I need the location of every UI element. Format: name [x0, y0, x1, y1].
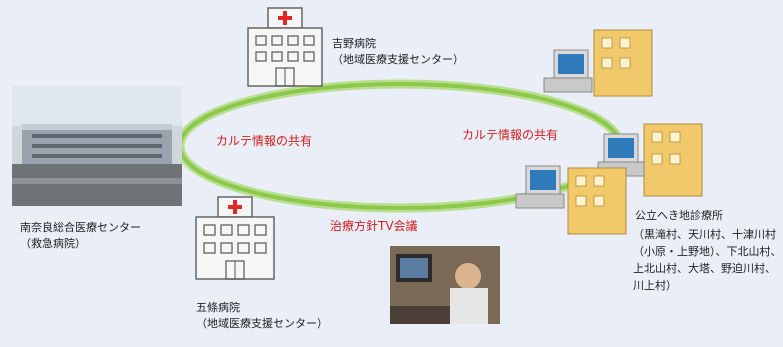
center-hospital-name: 南奈良総合医療センター — [20, 221, 141, 234]
ring-label-right: カルテ情報の共有 — [462, 128, 559, 142]
clinics-line-1: （黒滝村、天川村、十津川村 — [633, 228, 776, 241]
tv-conference-photo — [390, 246, 500, 324]
gojo-hospital-name: 五條病院 — [196, 301, 240, 314]
clinics-line-2: （小原・上野地）、下北山村、 — [633, 245, 782, 258]
gojo-hospital-icon — [192, 195, 278, 281]
ring-label-bottom: 治療方針TV会議 — [330, 219, 418, 233]
center-hospital-sub: （救急病院） — [20, 237, 86, 250]
center-hospital-photo — [12, 86, 182, 206]
clinic-icon-bottom — [512, 160, 630, 236]
clinic-icon-top — [540, 28, 660, 100]
yoshino-hospital-name: 吉野病院 — [332, 37, 376, 50]
gojo-hospital-sub: （地域医療支援センター） — [196, 317, 328, 330]
ring-label-left: カルテ情報の共有 — [216, 134, 313, 148]
clinics-line-3: 上北山村、大塔、野迫川村、 — [633, 262, 776, 275]
yoshino-hospital-icon — [244, 6, 326, 88]
clinics-name: 公立へき地診療所 — [635, 209, 723, 222]
yoshino-hospital-sub: （地域医療支援センター） — [332, 53, 464, 66]
clinics-line-4: 川上村） — [633, 279, 677, 292]
